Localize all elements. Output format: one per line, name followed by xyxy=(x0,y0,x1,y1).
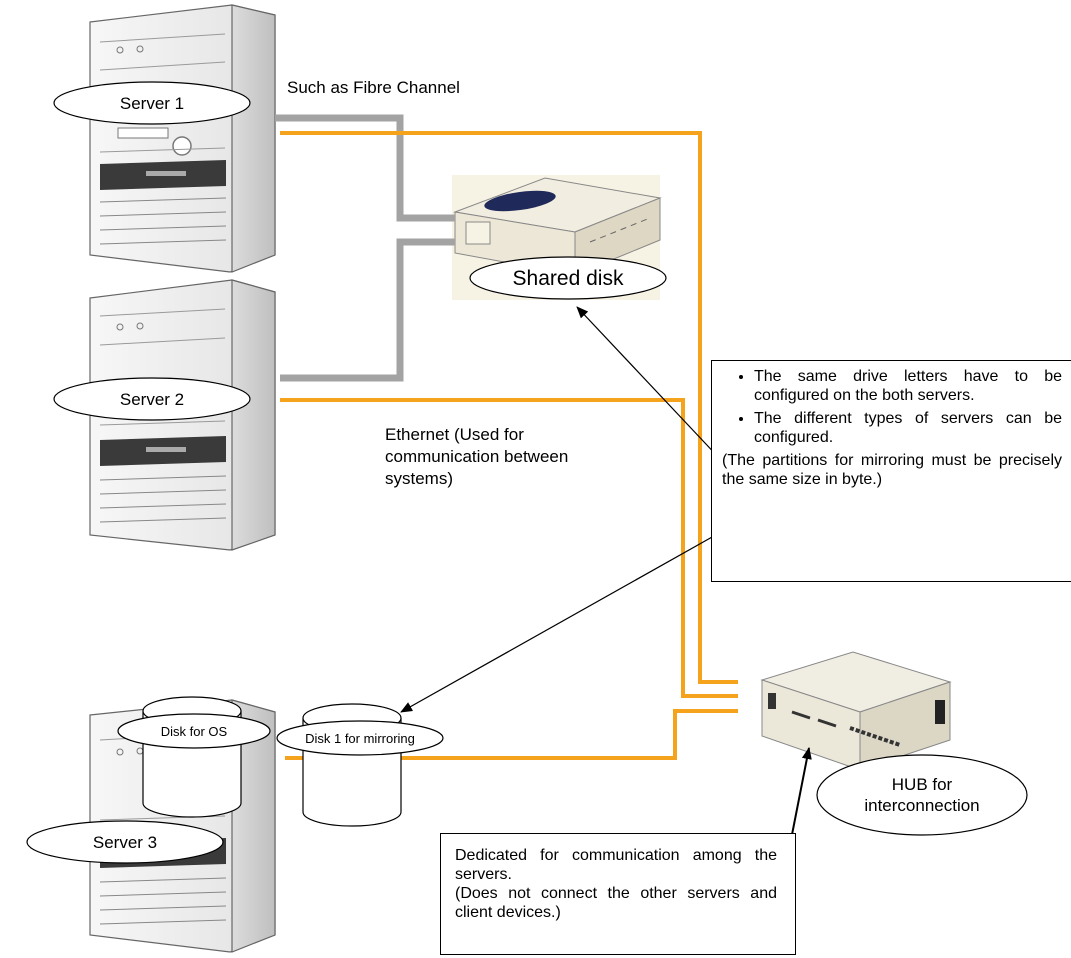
svg-text:interconnection: interconnection xyxy=(864,796,979,815)
fibre-channel-label: Such as Fibre Channel xyxy=(287,78,460,97)
svg-text:Server 2: Server 2 xyxy=(120,390,184,409)
requirements-tail: (The partitions for mirroring must be pr… xyxy=(722,452,1062,488)
ethernet-label-line3: systems) xyxy=(385,469,453,488)
server-1-label: Server 1 xyxy=(53,81,251,125)
ethernet-cables xyxy=(280,131,738,760)
shared-disk-label: Shared disk xyxy=(469,256,667,300)
disk-mirror-label: Disk 1 for mirroring xyxy=(276,720,444,756)
server-3-label: Server 3 xyxy=(26,820,224,864)
arrow-to-mirror-disk xyxy=(400,531,722,713)
ethernet-label-line1: Ethernet (Used for xyxy=(385,425,524,444)
hub-note-line1: Dedicated for communication among the se… xyxy=(455,847,777,883)
disk-os-label: Disk for OS xyxy=(117,713,271,749)
hub-note-line2: (Does not connect the other servers and … xyxy=(455,885,777,921)
hub-icon xyxy=(760,651,952,771)
ethernet-cable-server3 xyxy=(285,709,738,760)
server-1-icon xyxy=(89,4,276,273)
svg-text:Disk for OS: Disk for OS xyxy=(161,724,228,739)
requirements-list: The same drive letters have to be config… xyxy=(720,367,1062,447)
requirement-item: The different types of servers can be co… xyxy=(754,409,1062,447)
hub-note: Dedicated for communication among the se… xyxy=(440,833,796,955)
requirement-item: The same drive letters have to be config… xyxy=(754,367,1062,405)
requirements-note: The same drive letters have to be config… xyxy=(711,360,1071,582)
svg-text:HUB for: HUB for xyxy=(892,775,953,794)
arrow-to-shared-disk xyxy=(576,306,722,461)
fibre-cable-server2 xyxy=(280,238,455,382)
fibre-channel-cables xyxy=(275,114,455,382)
ethernet-cable-server1 xyxy=(280,131,738,684)
svg-text:Disk 1 for mirroring: Disk 1 for mirroring xyxy=(305,731,415,746)
fibre-cable-server1 xyxy=(275,114,455,222)
svg-text:Server 3: Server 3 xyxy=(93,833,157,852)
ethernet-cable-server2 xyxy=(280,398,738,698)
ethernet-label-line2: communication between xyxy=(385,447,568,466)
hub-label: HUB for interconnection xyxy=(816,754,1028,836)
svg-text:Server 1: Server 1 xyxy=(120,94,184,113)
server-2-label: Server 2 xyxy=(53,377,251,421)
svg-text:Shared disk: Shared disk xyxy=(513,267,624,290)
